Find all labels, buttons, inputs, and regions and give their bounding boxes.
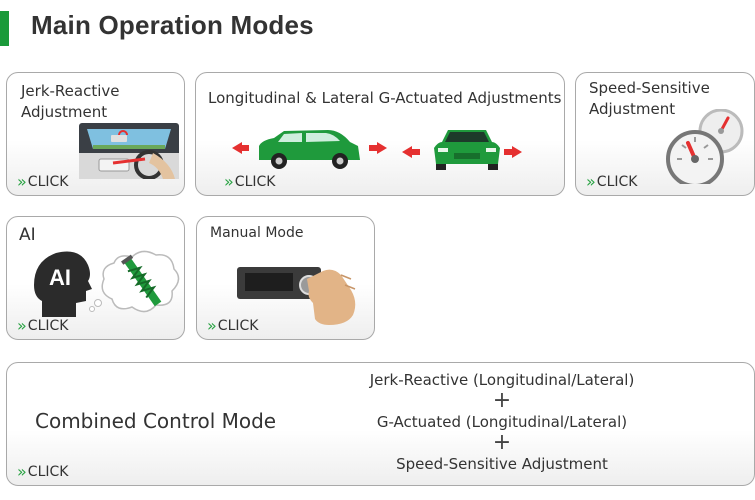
card-combined-control[interactable]: Combined Control Mode Jerk-Reactive (Lon… [6,362,755,486]
click-link[interactable]: ›› CLICK [17,462,69,481]
card-jerk-label: Jerk-Reactive Adjustment [21,82,120,121]
click-link[interactable]: ›› CLICK [224,172,276,191]
header-accent-bar [0,11,9,46]
click-link[interactable]: ›› CLICK [207,316,259,335]
page-title: Main Operation Modes [31,10,314,40]
hand-pressing-control-panel-illustration [237,267,356,325]
double-chevron-right-icon: ›› [17,462,27,481]
card-g-actuated-label: Longitudinal & Lateral G-Actuated Adjust… [208,89,562,107]
plus-icon: + [492,430,512,455]
page-header: Main Operation Modes [0,0,755,52]
click-link[interactable]: ›› CLICK [17,316,69,335]
click-link[interactable]: ›› CLICK [17,172,69,191]
car-interior-illustration [79,123,179,179]
combined-line-jerk: Jerk-Reactive (Longitudinal/Lateral) [369,371,635,389]
plus-icon: + [492,388,512,413]
card-jerk-reactive[interactable]: Jerk-Reactive Adjustment ›› CLICK [6,72,185,196]
card-manual-mode[interactable]: Manual Mode ›› CLICK [196,216,375,340]
car-side-illustration [232,130,387,169]
card-ai[interactable]: AI AI ›› CLICK [6,216,185,340]
double-chevron-right-icon: ›› [17,316,27,335]
card-combined-label: Combined Control Mode [35,409,277,433]
car-front-illustration [402,130,522,170]
card-speed-label: Speed-Sensitive Adjustment [589,79,710,118]
combined-line-g-actuated: G-Actuated (Longitudinal/Lateral) [376,413,628,431]
ai-head-with-thought-illustration [34,250,180,317]
ai-badge-text: AI [49,265,71,290]
card-g-actuated[interactable]: Longitudinal & Lateral G-Actuated Adjust… [195,72,565,196]
speedometer-icon [666,109,744,184]
double-chevron-right-icon: ›› [224,172,234,191]
combined-line-speed: Speed-Sensitive Adjustment [396,455,608,473]
card-manual-label: Manual Mode [210,225,304,241]
click-link[interactable]: ›› CLICK [586,172,638,191]
combined-modes-list: Jerk-Reactive (Longitudinal/Lateral) + G… [337,369,667,475]
card-speed-sensitive[interactable]: Speed-Sensitive Adjustment ›› CLICK [575,72,755,196]
double-chevron-right-icon: ›› [207,316,217,335]
card-ai-label: AI [19,225,36,245]
double-chevron-right-icon: ›› [586,172,596,191]
double-chevron-right-icon: ›› [17,172,27,191]
